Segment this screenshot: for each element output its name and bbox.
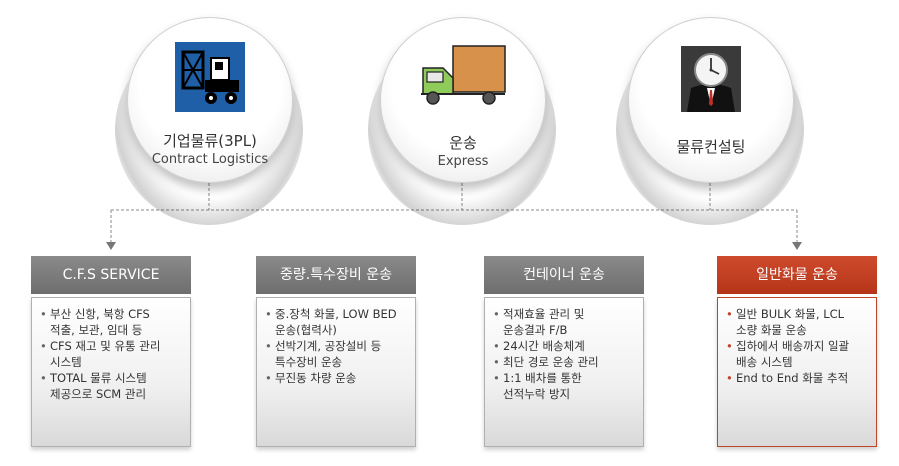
- warehouse-truck-icon: [175, 42, 245, 116]
- service-circle-3pl: 기업물류(3PL) Contract Logistics: [115, 17, 303, 225]
- service-subtitle: Contract Logistics: [151, 152, 269, 167]
- column-header: 일반화물 운송: [717, 256, 877, 294]
- service-circle-consulting: 물류컨설팅: [616, 17, 804, 225]
- consultant-clock-icon: [681, 46, 741, 116]
- column-header: 중량.특수장비 운송: [256, 256, 416, 294]
- arrow-left: [106, 242, 116, 250]
- truck-icon: [419, 44, 507, 112]
- service-circle-express: 운송 Express: [368, 17, 556, 225]
- arrow-right: [792, 242, 802, 250]
- list-item: 최단 경로 운송 관리: [493, 354, 639, 370]
- column-header: 컨테이너 운송: [484, 256, 644, 294]
- list-item: End to End 화물 추적: [726, 370, 872, 386]
- column-header: C.F.S SERVICE: [31, 256, 191, 294]
- service-title: 운송: [449, 134, 477, 152]
- service-title: 기업물류(3PL): [163, 132, 257, 150]
- list-item: 24시간 배송체계: [493, 338, 639, 354]
- list-item: 무진동 차량 운송: [265, 370, 411, 386]
- service-title: 물류컨설팅: [676, 138, 746, 156]
- service-subtitle: Express: [437, 154, 489, 169]
